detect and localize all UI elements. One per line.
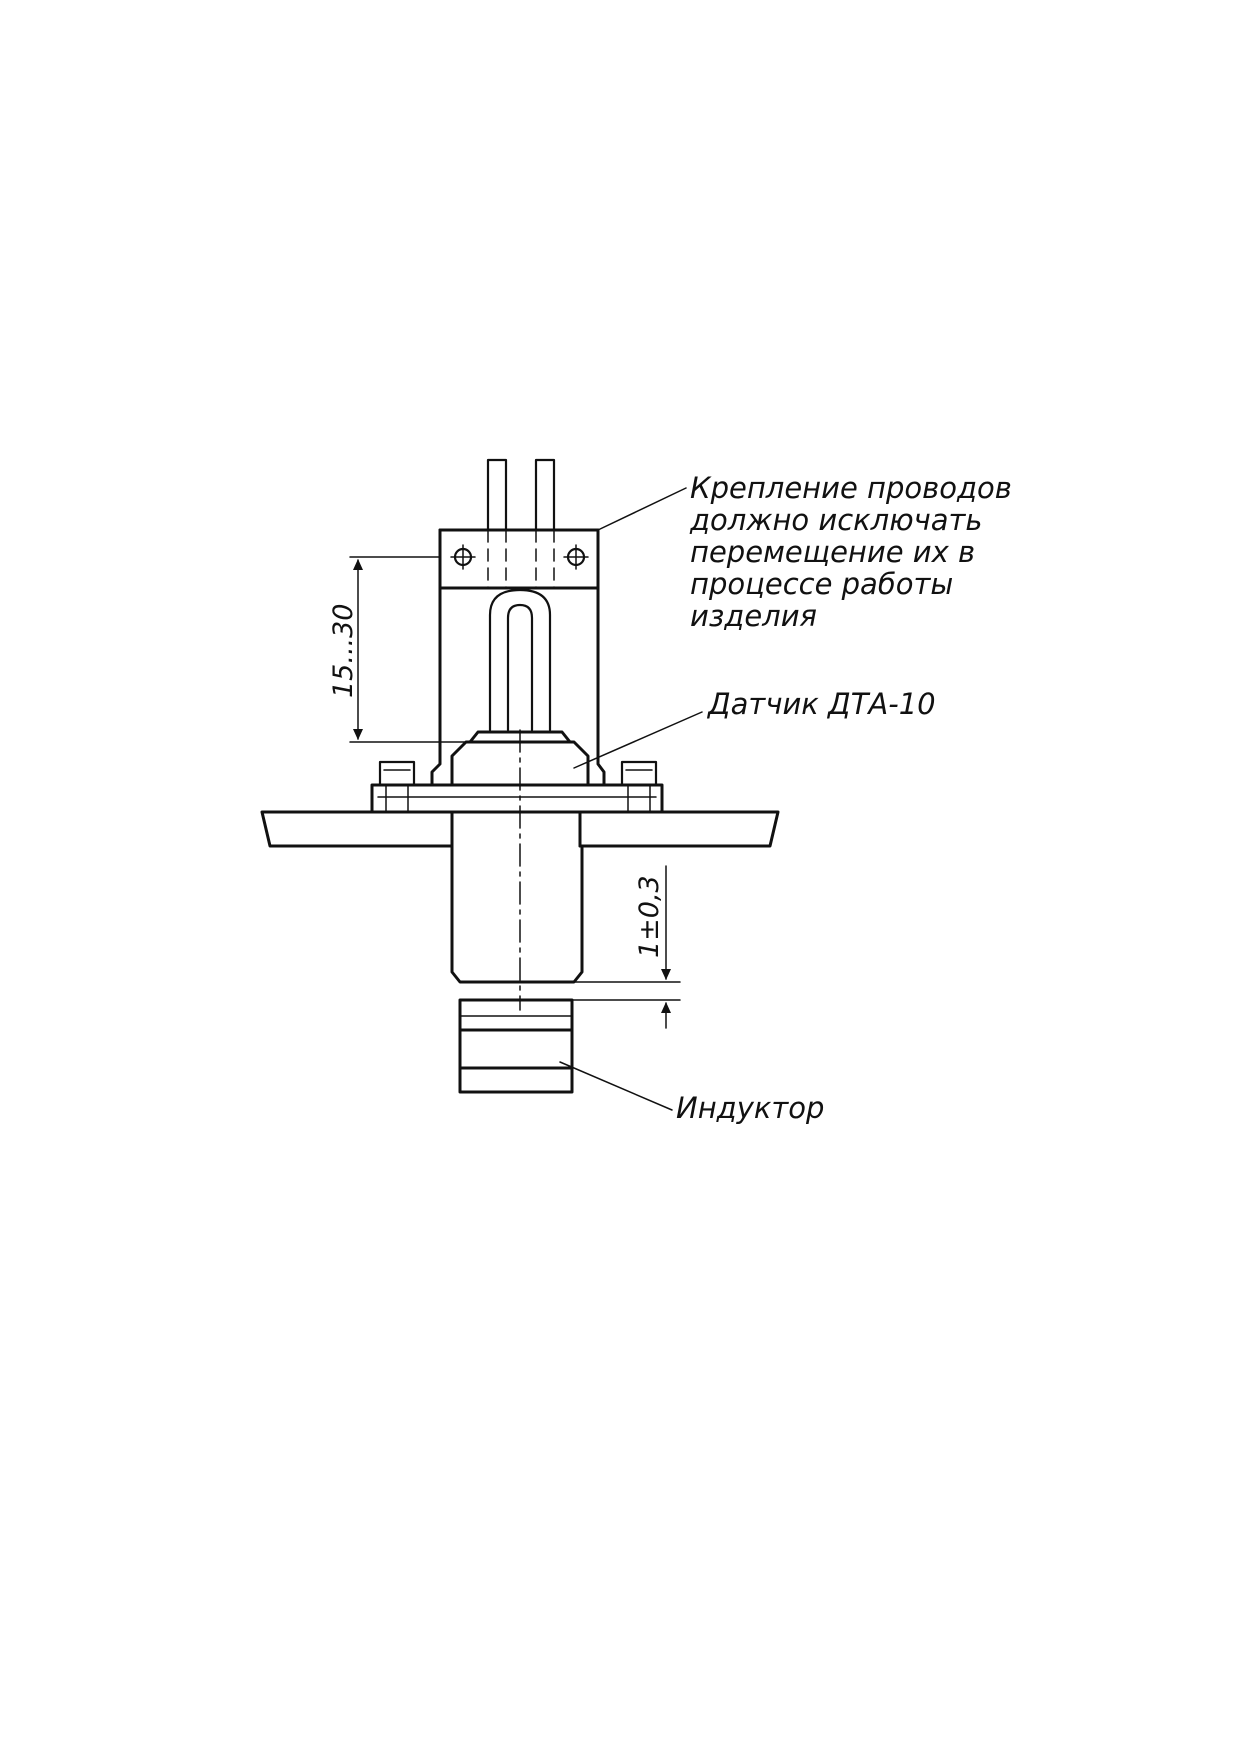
screw-left: [450, 544, 476, 570]
dimension-height: [349, 556, 467, 743]
sensor-head: [450, 730, 590, 787]
wire-note-line-1: Крепление проводов: [690, 471, 1012, 505]
leader-wire-note: [597, 487, 687, 531]
dimension-gap-label: 1±0,3: [634, 875, 665, 958]
inductor-label: Индуктор: [676, 1091, 824, 1125]
wire-note-line-2: должно исключать: [689, 503, 983, 537]
wire-note-line-3: перемещение их в: [690, 535, 975, 569]
bolt-left: [378, 760, 416, 813]
screw-right: [563, 544, 589, 570]
leader-sensor: [573, 711, 703, 769]
inductor: [458, 998, 574, 1094]
sensor-wires: [486, 458, 556, 732]
sensor-body: [450, 844, 584, 984]
wire-bracket: [430, 528, 606, 787]
wire-note-line-5: изделия: [690, 599, 817, 633]
dimension-gap: [571, 865, 681, 1029]
bolt-right: [620, 760, 658, 813]
wire-note-line-4: процессе работы: [690, 567, 953, 601]
sensor-label: Датчик ДТА-10: [706, 687, 936, 721]
sensor-flange: [370, 783, 664, 814]
leader-inductor: [559, 1061, 673, 1111]
dimension-height-label: 15...30: [328, 604, 359, 698]
